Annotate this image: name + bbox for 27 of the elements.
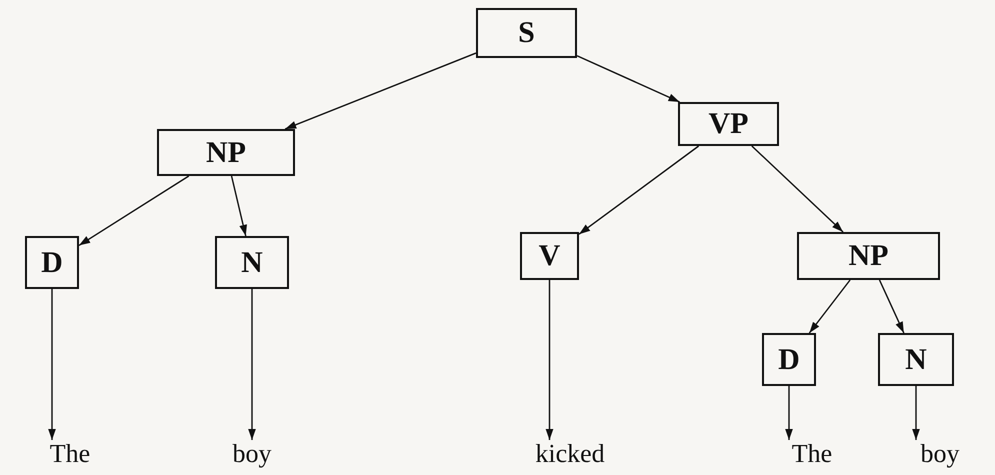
category-box: N [215, 236, 289, 289]
arrow [248, 289, 256, 440]
arrow [578, 145, 700, 235]
category-box: VP [678, 102, 779, 146]
category-box: D [762, 333, 816, 386]
arrow [78, 175, 190, 246]
category-box: NP [157, 129, 295, 176]
arrow [546, 280, 554, 440]
word-label: kicked [530, 438, 610, 470]
category-box: D [25, 236, 79, 289]
arrow [808, 280, 851, 334]
category-box: N [878, 333, 954, 386]
arrow [284, 52, 476, 130]
word-label: boy [908, 438, 972, 470]
arrow [878, 280, 904, 334]
arrow [785, 386, 793, 440]
arrow [912, 386, 920, 440]
arrow [230, 176, 247, 236]
category-box: S [476, 8, 577, 58]
word-label: boy [220, 438, 284, 470]
word-label: The [782, 438, 842, 470]
word-label: The [40, 438, 100, 470]
arrow [751, 146, 844, 232]
arrow [576, 55, 680, 103]
arrow [48, 289, 56, 440]
category-box: NP [797, 232, 940, 280]
category-box: V [520, 232, 579, 280]
